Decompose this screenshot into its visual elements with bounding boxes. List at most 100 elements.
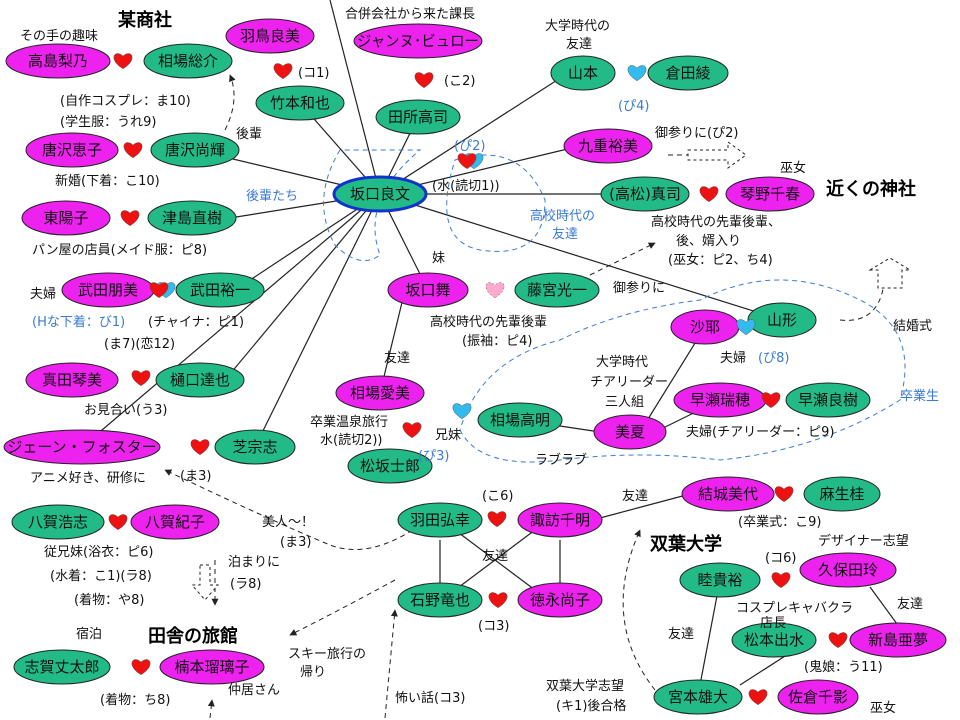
heart-icon-hashima-takemoto [273, 63, 293, 79]
person-shape [563, 128, 653, 164]
person-name: 睦貴裕 [697, 571, 742, 589]
heart-icon-hayase [761, 392, 781, 408]
note-cosplay2: 店長 [760, 616, 786, 631]
note-omiai: お見合い(う3) [84, 403, 167, 418]
note-ko1: (コ1) [298, 66, 329, 81]
line-suwa-yuuki [599, 493, 691, 519]
note-panya: パン屋の店員(メイド服：ピ8) [32, 243, 207, 258]
person-name: 高島梨乃 [28, 52, 88, 70]
person-node-takashima: 高島梨乃 [5, 43, 111, 79]
person-name: 山形 [767, 311, 797, 329]
person-shape [803, 476, 881, 512]
note-tomodachi6: 友達 [668, 626, 694, 642]
person-name: 佐倉千影 [788, 688, 848, 706]
person-node-mutsuki: 睦貴裕 [679, 562, 761, 598]
person-name: 早瀬瑞穂 [690, 391, 750, 409]
note-u3: (ぴ3) [418, 449, 449, 464]
person-node-takemoto: 竹本和也 [255, 85, 345, 121]
heart-icon-aiba-siblings [452, 403, 472, 419]
person-shape [550, 55, 616, 91]
note-daigaku_tomo: 大学時代の [545, 18, 610, 34]
person-node-mika: 美夏 [593, 414, 667, 450]
person-node-aiba_a: 相場愛美 [335, 375, 425, 411]
person-node-tsushima: 津島直樹 [147, 200, 237, 236]
person-node-jane: ジェーン・フォスター [3, 429, 161, 465]
person-node-yamamoto: 山本 [550, 55, 616, 91]
person-name: 宮本雄大 [668, 688, 728, 706]
person-node-ishino: 石野竜也 [397, 582, 483, 618]
person-name: 唐沢尚輝 [165, 141, 225, 159]
person-name: 竹本和也 [270, 94, 330, 112]
heart-icon-mai-fujimiya [485, 282, 505, 298]
person-name: 八賀浩志 [28, 513, 88, 531]
note-senpai2: 後、婿入り [676, 234, 741, 249]
person-shape [681, 476, 775, 512]
note-ski1: スキー旅行の [288, 647, 366, 662]
person-shape [517, 582, 603, 618]
person-name: 結城美代 [698, 485, 758, 503]
note-tomari2: (ラ8) [230, 577, 261, 592]
note-fuufu_cheer: 夫婦(チアリーダー：ピ9) [686, 424, 834, 440]
person-shape [517, 502, 603, 538]
person-name: 八賀紀子 [145, 513, 205, 531]
heart-icon-takeda [149, 282, 176, 298]
note-tomodachi4: 友達 [482, 548, 508, 564]
group-sotsugyousei [459, 279, 906, 463]
note-kimono_ya8: (着物：や8) [74, 592, 144, 608]
group-koukou-tomo [446, 154, 546, 252]
heart-icon-miyamoto-sakura [748, 689, 768, 705]
person-name: 山本 [568, 64, 598, 82]
person-node-matsumoto: 松本出水 [731, 622, 817, 658]
person-node-hayase_r: 早瀬良樹 [785, 382, 871, 418]
group-headings: 某商社 近くの神社 双葉大学 田舎の旅館 [118, 9, 916, 647]
note-sonote: その手の趣味 [20, 29, 98, 44]
note-loveloveTxt: ラブラブ [535, 452, 587, 468]
note-itoko: 従兄妹(浴衣：ピ6) [44, 544, 153, 560]
person-node-shiga: 志賀丈太郎 [13, 649, 111, 685]
note-tomodachi: 友達 [566, 36, 592, 52]
arrow-kekkonshiki [839, 267, 889, 321]
person-node-higuchi: 樋口達也 [155, 362, 245, 398]
note-ma3b: (ま3) [280, 535, 311, 550]
person-node-hada: 羽田弘幸 [397, 502, 483, 538]
note-cheer2: チアリーダー [590, 375, 668, 390]
person-shape [347, 448, 433, 484]
person-node-kubota: 久保田玲 [799, 552, 897, 588]
note-miko2: 巫女 [870, 700, 896, 716]
note-pi4: (ぴ4) [618, 99, 649, 114]
person-node-sakaguchi_m: 坂口舞 [387, 272, 469, 308]
note-ko6b: (コ6) [765, 551, 796, 566]
person-node-asou: 麻生桂 [803, 476, 881, 512]
person-node-sakaguchi: 坂口良文 [332, 175, 428, 213]
person-node-kotono: 琴野千春 [725, 176, 815, 212]
note-imouto: 妹 [432, 251, 445, 266]
person-shape [647, 55, 729, 91]
heart-icon-mutsuki-kubota [771, 572, 791, 588]
person-name: 松坂士郎 [360, 457, 420, 475]
heading-ryokan: 田舎の旅館 [148, 625, 238, 647]
person-name: 麻生桂 [819, 485, 864, 503]
person-name: 諏訪千明 [530, 511, 590, 529]
note-senpai3: (巫女：ピ2、ち4) [668, 252, 773, 268]
person-shape [11, 504, 105, 540]
arrow-bijin [164, 469, 421, 550]
note-shinkon: 新婚(下着：こ10) [55, 173, 160, 189]
note-ma7: (ま7)(恋12) [104, 336, 175, 352]
note-tomodachi5: 友達 [897, 596, 923, 612]
heart-icon-yaga [108, 514, 128, 530]
person-node-yaga_n: 八賀紀子 [130, 504, 220, 540]
heart-icon-sanada-higuchi [131, 370, 151, 386]
person-node-kokonoe: 九重裕美 [563, 128, 653, 164]
person-shape [747, 302, 817, 338]
person-name: 羽鳥良美 [240, 27, 300, 45]
person-name: 藤宮光一 [527, 281, 587, 299]
person-node-kusumoto: 楠本瑠璃子 [159, 649, 265, 685]
person-node-miyamoto: 宮本雄大 [653, 679, 743, 715]
person-shape [332, 175, 428, 213]
person-name: 樋口達也 [170, 371, 230, 389]
person-name: 志賀丈太郎 [24, 658, 99, 676]
person-name: 美夏 [615, 423, 645, 441]
person-name: 相場愛美 [350, 384, 410, 402]
